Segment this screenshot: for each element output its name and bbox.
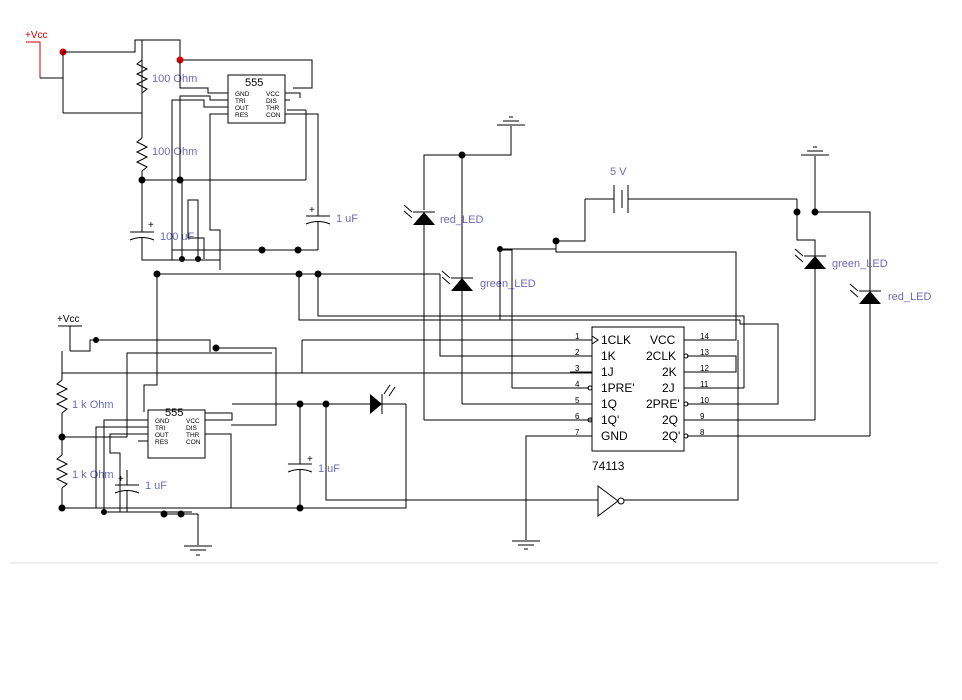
svg-text:1: 1 — [575, 332, 580, 341]
svg-text:13: 13 — [700, 348, 709, 357]
svg-text:DIS: DIS — [266, 98, 278, 105]
svg-text:OUT: OUT — [235, 105, 249, 112]
resistor-r1: 100 Ohm — [135, 40, 197, 130]
svg-text:GND: GND — [155, 418, 170, 425]
vcc-source-top: +Vcc — [25, 30, 67, 79]
svg-text:14: 14 — [700, 332, 709, 341]
svg-text:RES: RES — [155, 439, 169, 446]
resistor-r2: 100 Ohm — [135, 130, 197, 180]
vcc-label-top: +Vcc — [25, 30, 48, 41]
svg-text:10: 10 — [700, 396, 709, 405]
svg-text:1J: 1J — [601, 365, 614, 379]
led-green-2: green_LED — [794, 248, 888, 420]
capacitor-c3: + 1 uF — [114, 470, 167, 512]
svg-text:11: 11 — [700, 380, 709, 389]
svg-text:1CLK: 1CLK — [601, 333, 631, 347]
svg-text:+: + — [148, 220, 154, 231]
svg-text:2K: 2K — [662, 365, 677, 379]
svg-text:+: + — [307, 454, 313, 465]
svg-text:2CLK: 2CLK — [646, 349, 676, 363]
svg-text:CON: CON — [266, 112, 281, 119]
svg-text:GND: GND — [235, 91, 250, 98]
svg-text:6: 6 — [575, 412, 580, 421]
led-red-2: red_LED — [849, 283, 931, 436]
svg-text:OUT: OUT — [155, 432, 169, 439]
timer-bottom-name: 555 — [165, 407, 183, 419]
green-led-2-label: green_LED — [832, 258, 888, 270]
svg-text:VCC: VCC — [186, 418, 200, 425]
c1-label: 100 uF — [160, 231, 195, 243]
svg-text:THR: THR — [266, 105, 280, 112]
svg-text:2Q: 2Q — [662, 413, 678, 427]
svg-text:GND: GND — [601, 429, 628, 443]
ground-symbol-bottom-middle — [512, 540, 540, 550]
svg-text:TRI: TRI — [235, 98, 246, 105]
ic-part-label: 74113 — [592, 459, 625, 473]
svg-text:VCC: VCC — [266, 91, 280, 98]
red-led-1-label: red_LED — [440, 214, 483, 226]
capacitor-c2: + 1 uF — [305, 205, 358, 250]
svg-text:1PRE': 1PRE' — [601, 381, 635, 395]
ground-symbol-top-right — [801, 146, 829, 156]
battery-5v: 5 V — [585, 166, 797, 213]
red-led-2-label: red_LED — [888, 291, 931, 303]
resistor-r3: 1 k Ohm — [55, 379, 114, 437]
svg-text:12: 12 — [700, 364, 709, 373]
svg-text:DIS: DIS — [186, 425, 198, 432]
capacitor-c1: 100 uF + — [129, 220, 195, 251]
svg-text:2Q': 2Q' — [662, 429, 680, 443]
led-bottom — [370, 384, 406, 414]
timer-555-bottom: 555 GND TRI OUT RES VCC DIS THR CON — [147, 407, 206, 459]
svg-text:2PRE': 2PRE' — [646, 397, 680, 411]
svg-text:RES: RES — [235, 112, 249, 119]
svg-text:2: 2 — [575, 348, 580, 357]
green-led-1-label: green_LED — [480, 278, 536, 290]
svg-text:4: 4 — [575, 380, 580, 389]
battery-label: 5 V — [610, 166, 627, 178]
r2-label: 100 Ohm — [152, 146, 197, 158]
ic-74113: 74113 1CLK 1K 1J 1PRE' 1Q 1Q' GND VCC 2C… — [570, 326, 709, 473]
led-green-1: green_LED — [441, 270, 536, 404]
svg-text:1K: 1K — [601, 349, 616, 363]
timer-top-name: 555 — [245, 77, 263, 89]
svg-text:THR: THR — [186, 432, 200, 439]
timer-555-top: 555 GND TRI OUT RES VCC DIS THR CON — [227, 74, 286, 124]
svg-text:5: 5 — [575, 396, 580, 405]
capacitor-c4: + 1 uF — [287, 404, 340, 508]
svg-text:CON: CON — [186, 439, 201, 446]
svg-text:9: 9 — [700, 412, 705, 421]
r3-label: 1 k Ohm — [72, 399, 114, 411]
svg-text:3: 3 — [575, 364, 580, 373]
svg-text:VCC: VCC — [650, 333, 676, 347]
c3-label: 1 uF — [145, 480, 167, 492]
svg-text:+: + — [309, 205, 315, 216]
vcc-label-left: +Vcc — [57, 314, 80, 325]
vcc-source-left: +Vcc — [57, 314, 82, 351]
svg-text:1Q': 1Q' — [601, 413, 619, 427]
r4-label: 1 k Ohm — [72, 469, 114, 481]
svg-text:7: 7 — [575, 428, 580, 437]
led-red-1: red_LED — [403, 204, 483, 420]
svg-text:1Q: 1Q — [601, 397, 617, 411]
resistor-r4: 1 k Ohm — [55, 437, 114, 508]
ground-symbol-top-middle — [497, 116, 525, 126]
svg-text:TRI: TRI — [155, 425, 166, 432]
c2-label: 1 uF — [336, 213, 358, 225]
svg-text:+: + — [118, 474, 124, 485]
svg-text:2J: 2J — [662, 381, 675, 395]
ground-symbol-bottom-left — [184, 545, 212, 556]
svg-text:8: 8 — [700, 428, 705, 437]
c4-label: 1 uF — [318, 463, 340, 475]
r1-label: 100 Ohm — [152, 73, 197, 85]
inverter-gate — [597, 340, 739, 517]
